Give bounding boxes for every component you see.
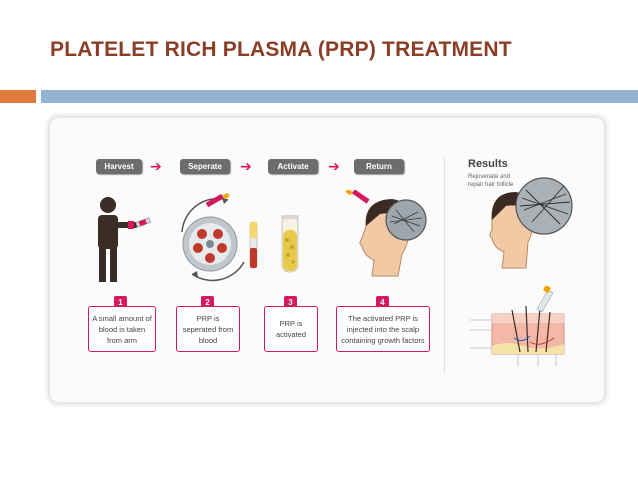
head-profile-icon (345, 190, 427, 277)
skin-cross-section-icon (470, 286, 565, 366)
step-number-badge: 1 (114, 296, 127, 309)
step-number-badge: 4 (376, 296, 389, 309)
step-description-activate: PRP is activated (264, 306, 318, 352)
prp-infographic: Harvest ➔ Seperate ➔ Activate ➔ Return (50, 118, 604, 402)
step-description-text: PRP is seperated from blood (182, 313, 234, 345)
step-description-return: The activated PRP is injected into the s… (336, 306, 430, 352)
step-description-text: The activated PRP is injected into the s… (341, 313, 425, 345)
accent-bar-blue (41, 90, 638, 103)
results-title: Results (468, 158, 508, 170)
divider (444, 158, 445, 373)
step-number-badge: 3 (284, 296, 297, 309)
test-tube-icon (281, 215, 299, 273)
step-button-seperate: Seperate (180, 159, 230, 174)
accent-bar-orange (0, 90, 36, 103)
step-button-harvest: Harvest (96, 159, 142, 174)
head-profile-icon (489, 177, 573, 269)
step-button-activate: Activate (268, 159, 318, 174)
centrifuge-icon (181, 192, 258, 282)
arrow-right-icon: ➔ (150, 158, 162, 174)
step-description-text: PRP is activated (275, 319, 307, 339)
results-subtitle: Rejuvenate and repair hair follicle (468, 174, 514, 188)
syringe-icon (135, 217, 151, 228)
person-arm-icon (98, 197, 151, 282)
step-number-badge: 2 (201, 296, 214, 309)
arrow-right-icon: ➔ (240, 158, 252, 174)
step-button-return: Return (354, 159, 404, 174)
slide-title: PLATELET RICH PLASMA (PRP) TREATMENT (50, 38, 512, 61)
step-description-text: A small amount of blood is taken from ar… (92, 313, 152, 345)
step-description-harvest: A small amount of blood is taken from ar… (88, 306, 156, 352)
step-description-seperate: PRP is seperated from blood (176, 306, 240, 352)
arrow-right-icon: ➔ (328, 158, 340, 174)
